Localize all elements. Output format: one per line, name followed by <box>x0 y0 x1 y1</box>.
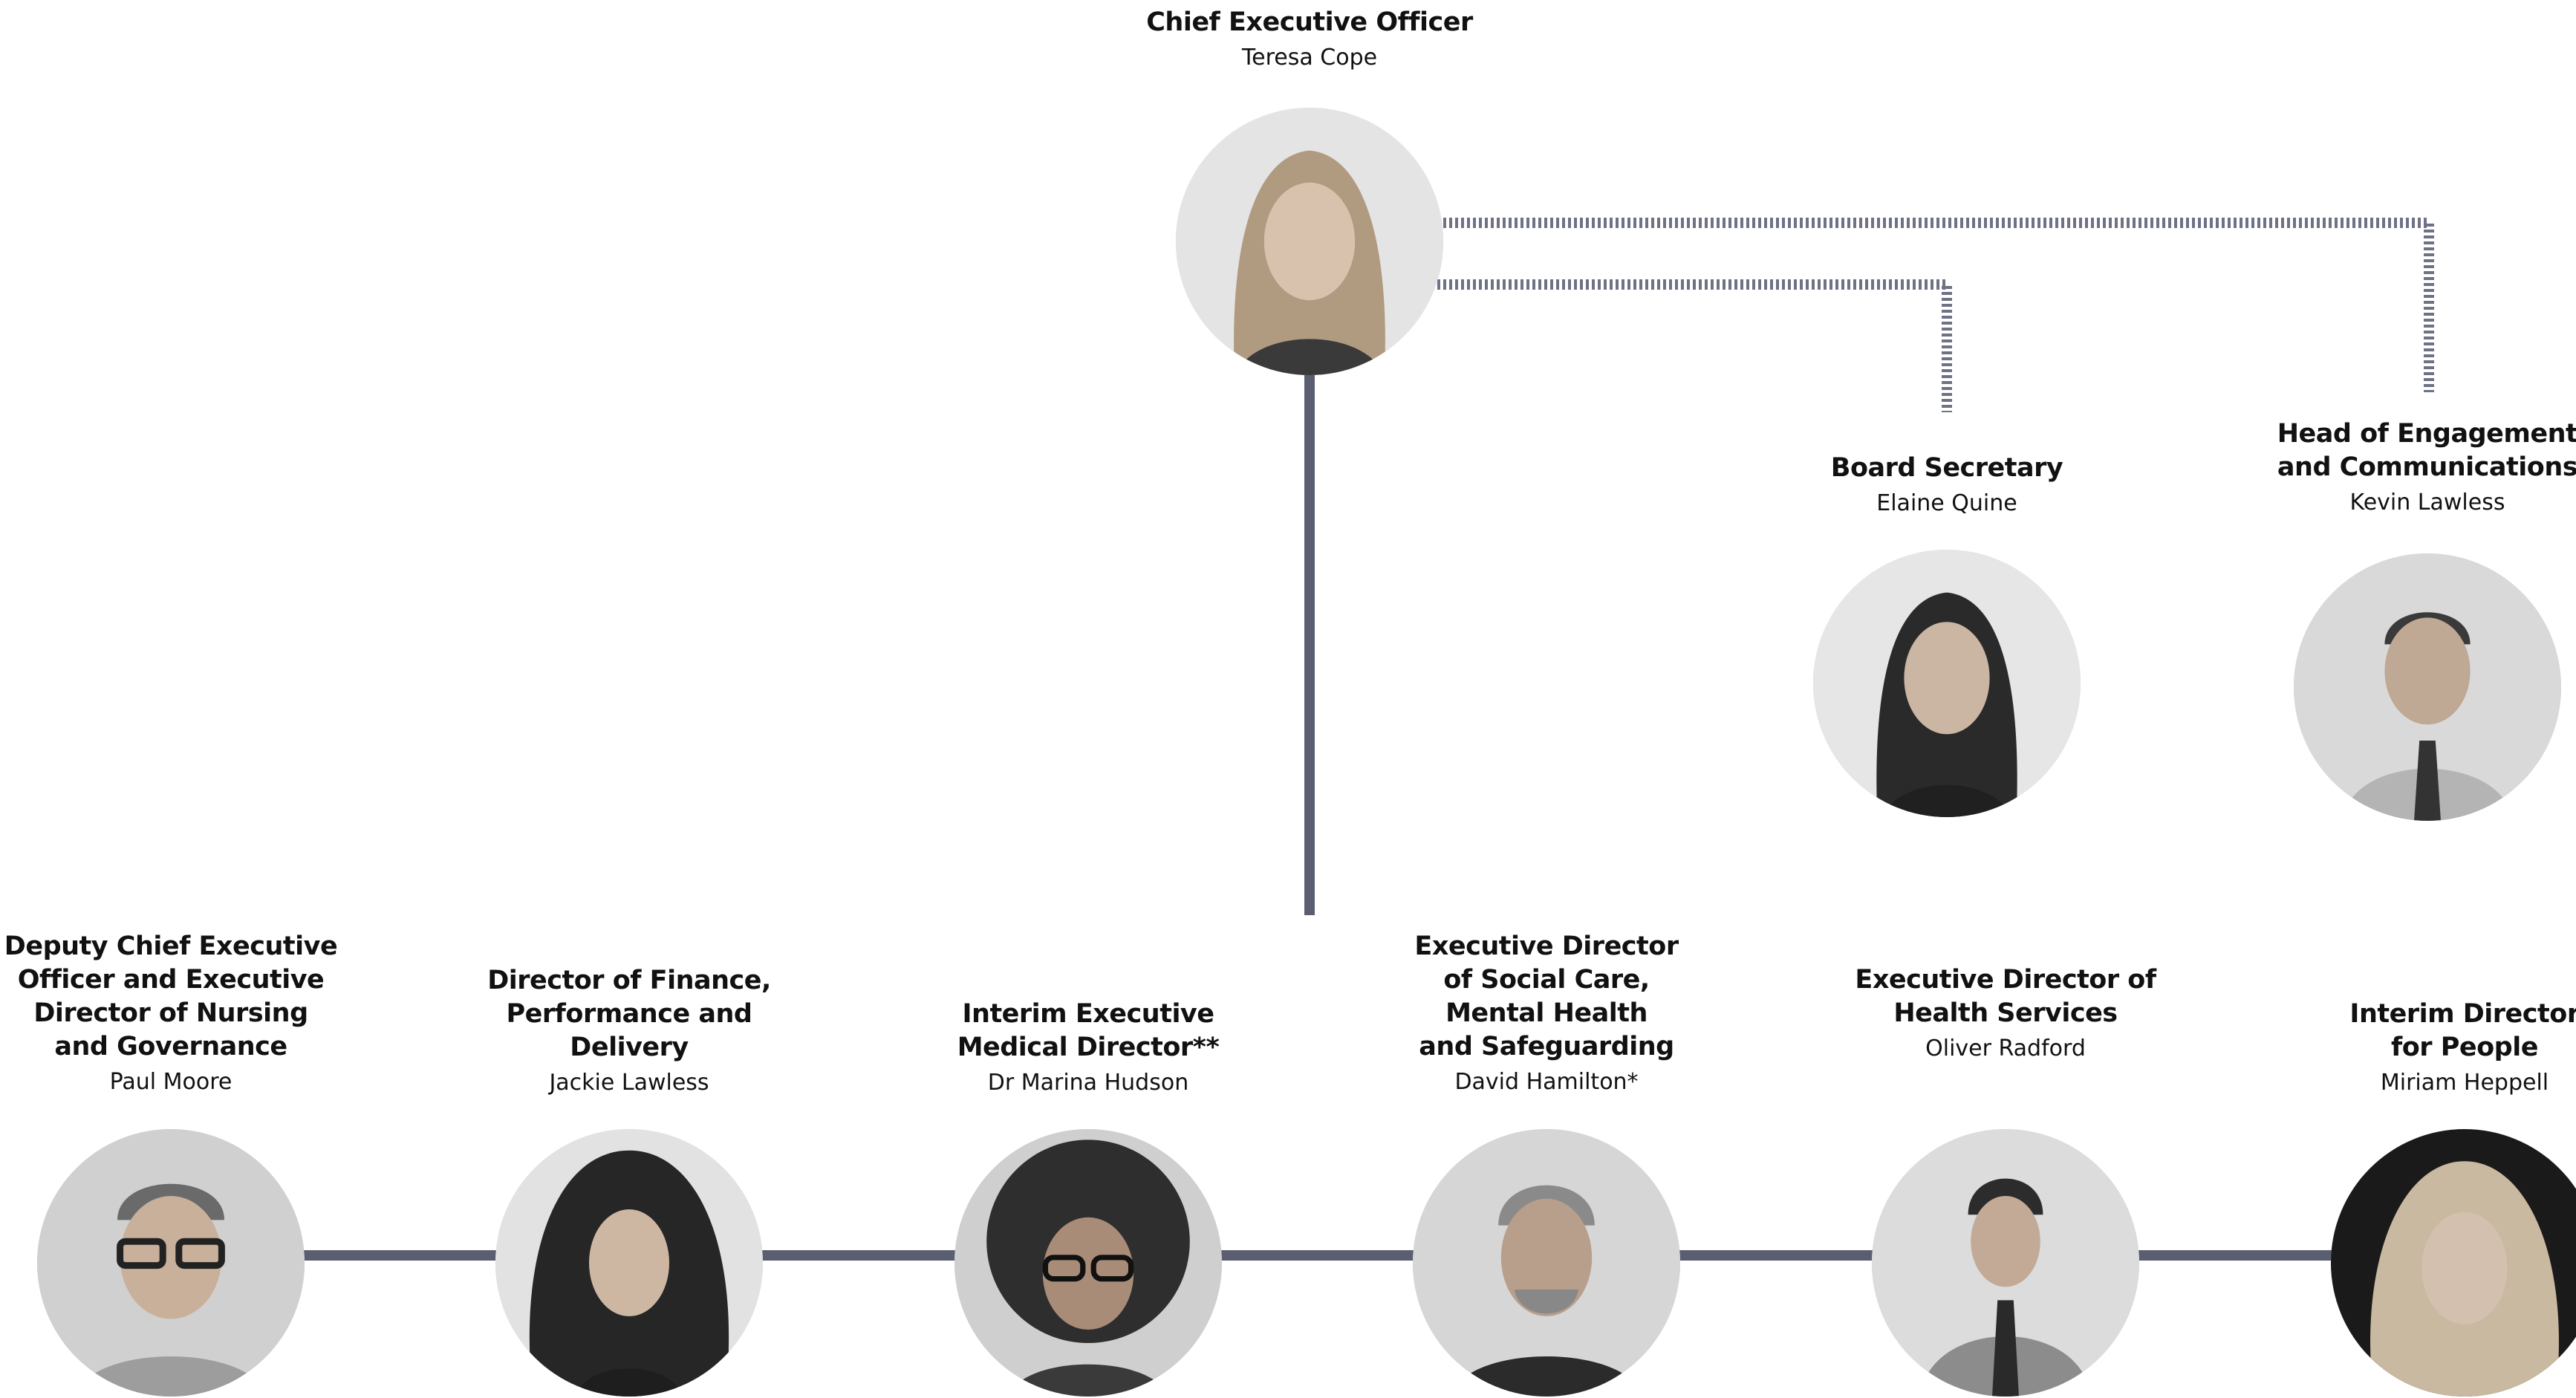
executive-card-oliver-radford: Executive Director of Health Services Ol… <box>1820 963 2191 1065</box>
board-secretary-card: Board Secretary Elaine Quine <box>1761 452 2133 520</box>
executive-photo-jackie-lawless <box>495 1129 763 1397</box>
executive-photo-oliver-radford <box>1872 1129 2139 1397</box>
executive-role: Interim Director for People <box>2349 999 2576 1062</box>
ceo-role: Chief Executive Officer <box>1146 7 1473 37</box>
executive-name: Dr Marina Hudson <box>987 1070 1189 1096</box>
executive-role: Deputy Chief Executive Officer and Execu… <box>4 932 338 1061</box>
executive-card-paul-moore: Deputy Chief Executive Officer and Execu… <box>0 930 357 1099</box>
executive-role: Director of Finance, Performance and Del… <box>487 966 771 1062</box>
executive-card-jackie-lawless: Director of Finance, Performance and Del… <box>443 964 815 1099</box>
executive-card-david-hamilton: Executive Director of Social Care, Menta… <box>1361 930 1732 1099</box>
executive-card-miriam-heppell: Interim Director for People Miriam Heppe… <box>2279 998 2576 1099</box>
executive-name: Miriam Heppell <box>2380 1070 2549 1096</box>
executive-name: Oliver Radford <box>1925 1036 2086 1061</box>
head-engagement-role: Head of Engagement and Communications <box>2277 419 2576 482</box>
executive-photo-paul-moore <box>37 1129 305 1397</box>
board-secretary-role: Board Secretary <box>1830 453 2063 483</box>
executive-photo-miriam-heppell <box>2331 1129 2576 1397</box>
executive-name: David Hamilton* <box>1454 1069 1639 1095</box>
ceo-name: Teresa Cope <box>1241 45 1378 71</box>
executive-card-marina-hudson: Interim Executive Medical Director** Dr … <box>902 998 1274 1099</box>
executive-name: Jackie Lawless <box>549 1070 709 1096</box>
head-engagement-dotted-line <box>1437 218 2434 392</box>
executive-role: Executive Director of Health Services <box>1855 965 2156 1028</box>
head-engagement-card: Head of Engagement and Communications Ke… <box>2242 417 2576 519</box>
board-secretary-dotted-line <box>1437 279 1952 412</box>
head-engagement-name: Kevin Lawless <box>2349 490 2505 516</box>
ceo-card: Chief Executive Officer Teresa Cope <box>1050 6 1570 74</box>
executive-photo-marina-hudson <box>954 1129 1222 1397</box>
board-secretary-photo <box>1813 550 2081 817</box>
executive-role: Executive Director of Social Care, Menta… <box>1414 932 1679 1061</box>
board-secretary-name: Elaine Quine <box>1876 490 2017 516</box>
executive-photo-david-hamilton <box>1413 1129 1680 1397</box>
ceo-photo <box>1176 108 1443 375</box>
executive-name: Paul Moore <box>109 1069 232 1095</box>
head-engagement-photo <box>2294 553 2561 821</box>
executive-role: Interim Executive Medical Director** <box>957 999 1220 1062</box>
